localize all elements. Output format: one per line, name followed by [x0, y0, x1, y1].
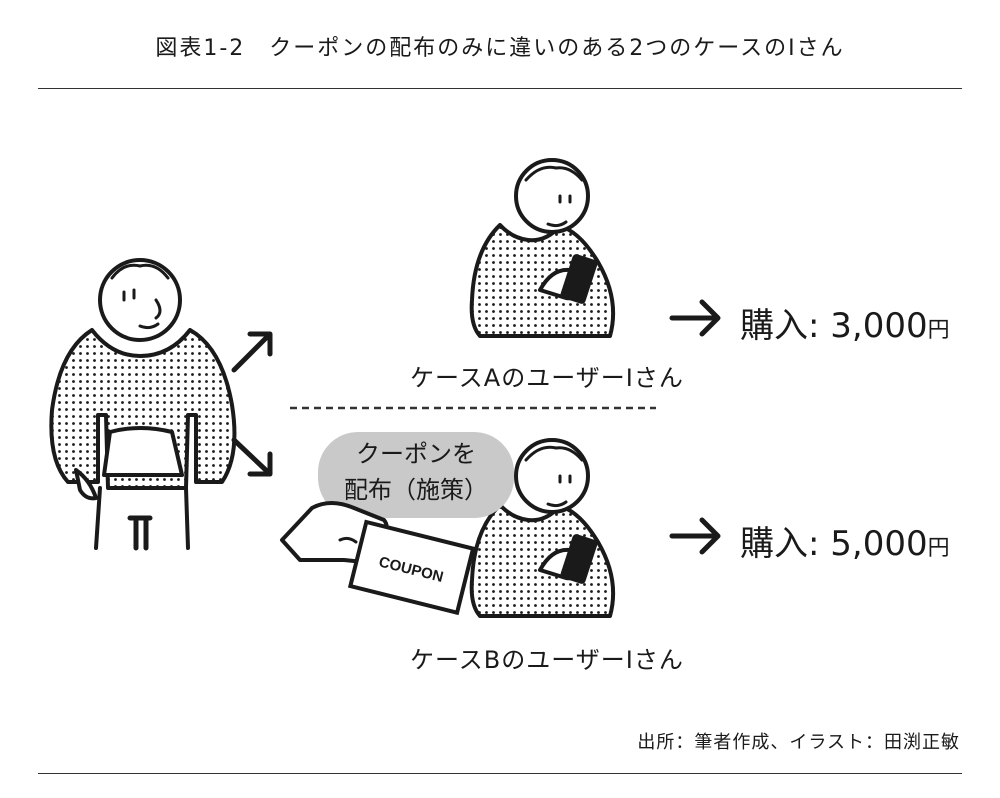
- case-b-unit: 円: [927, 536, 950, 561]
- case-b-caption: ケースBのユーザーIさん: [410, 646, 684, 674]
- figure-title: 図表1-2 クーポンの配布のみに違いのある2つのケースのIさん: [155, 36, 845, 61]
- smartphone-icon: [560, 254, 598, 304]
- bottom-rule: [38, 773, 962, 774]
- smartphone-icon: [560, 534, 598, 584]
- coupon-bubble-text: クーポンを 配布（施策）: [318, 436, 514, 508]
- person-hoodie-icon: [49, 258, 237, 551]
- case-a-unit: 円: [927, 318, 950, 343]
- case-b-amount: 5,000: [830, 524, 928, 564]
- arrow-icon: [231, 331, 273, 477]
- arrow-icon: [669, 299, 721, 555]
- coupon-bubble-line2: 配布（施策）: [344, 476, 488, 504]
- coupon-bubble: [318, 432, 514, 518]
- case-b-result: 購入: 5,000円: [740, 516, 950, 565]
- coupon-card-icon: COUPON: [347, 519, 476, 616]
- coupon-bubble-line1: クーポンを: [356, 440, 476, 468]
- case-a-amount: 3,000: [830, 306, 928, 346]
- person-phone-a-icon: [469, 158, 616, 338]
- top-rule: [38, 88, 962, 89]
- case-b-result-label: 購入:: [740, 524, 820, 564]
- case-a-caption: ケースAのユーザーIさん: [410, 364, 684, 392]
- case-a-result-label: 購入:: [740, 306, 820, 346]
- case-a-result: 購入: 3,000円: [740, 298, 950, 347]
- source-credit: 出所：筆者作成、イラスト：田渕正敏: [637, 732, 960, 753]
